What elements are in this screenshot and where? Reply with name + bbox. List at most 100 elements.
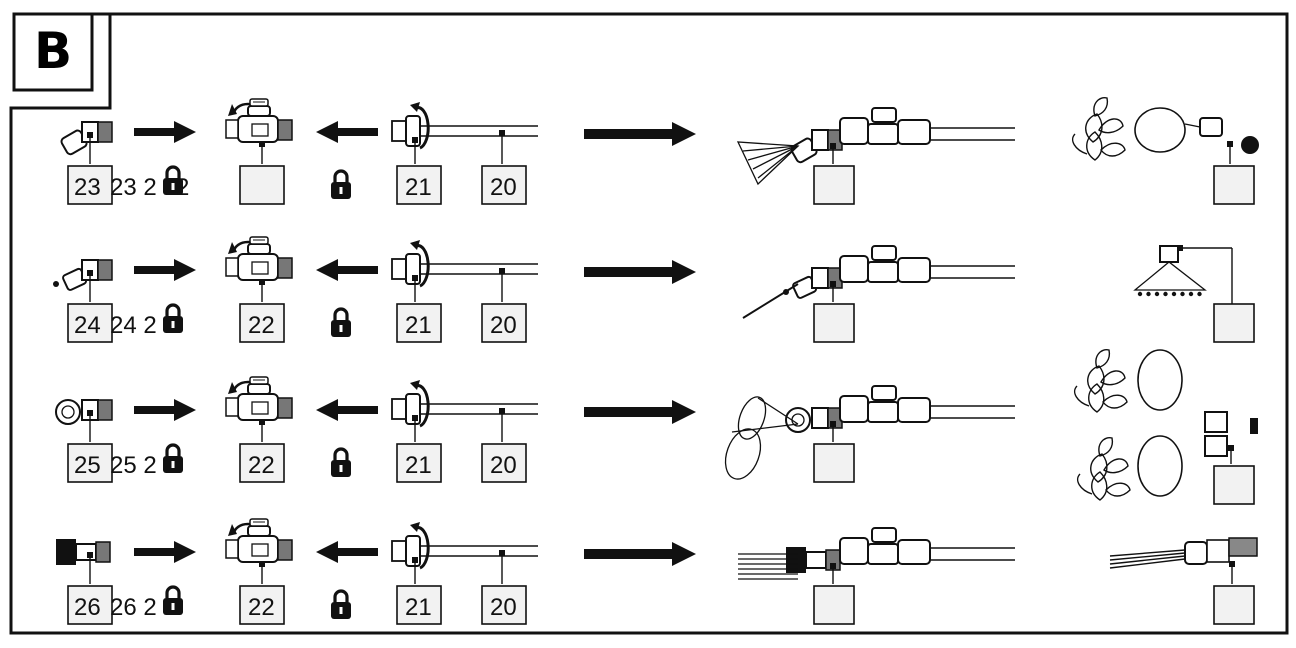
part-number: 22 bbox=[248, 312, 275, 339]
lock-icon bbox=[329, 307, 353, 339]
spray-pattern-icon bbox=[724, 396, 799, 480]
leader-dot bbox=[499, 408, 505, 414]
lock-icon bbox=[329, 169, 353, 201]
nozzle-pin-icon bbox=[53, 259, 113, 291]
lock-icon bbox=[329, 589, 353, 621]
nozzle-flat-icon bbox=[786, 547, 841, 573]
arrow-long-icon bbox=[584, 542, 696, 566]
nozzle-pin-icon bbox=[783, 267, 843, 299]
overlap-text: 2 bbox=[176, 174, 190, 201]
callout-box bbox=[813, 303, 855, 343]
nozzle-number: 26 bbox=[74, 594, 101, 621]
spray-cone-icon bbox=[1137, 349, 1183, 411]
callout-box bbox=[813, 443, 855, 483]
callout-box bbox=[67, 585, 113, 625]
plant-icon bbox=[1071, 96, 1126, 161]
overlap-text: 25 2 bbox=[110, 452, 157, 479]
spray-jet-icon bbox=[1109, 549, 1186, 557]
leader-dot bbox=[259, 141, 265, 147]
detail-view bbox=[1133, 245, 1255, 343]
shower-head-icon bbox=[1159, 245, 1179, 263]
lock-icon bbox=[161, 303, 185, 335]
spray-jet-icon bbox=[1109, 558, 1186, 569]
plant-icon bbox=[1076, 436, 1131, 501]
nozzle-number: 25 bbox=[74, 452, 101, 479]
lock-icon bbox=[329, 447, 353, 479]
spray-pattern-icon bbox=[736, 141, 800, 186]
leader-dot bbox=[412, 275, 418, 281]
callout-box bbox=[396, 443, 442, 483]
assembled-lance-icon bbox=[839, 527, 1016, 565]
callout-box bbox=[67, 303, 113, 343]
leader-dot bbox=[1177, 245, 1183, 251]
diagram-row bbox=[53, 235, 1255, 343]
lance-number: 21 bbox=[405, 452, 432, 479]
spray-jet-icon bbox=[1109, 552, 1186, 561]
leader-dot bbox=[1227, 141, 1233, 147]
callout-box bbox=[481, 443, 527, 483]
detail-view bbox=[1073, 348, 1258, 505]
spray-cone-icon bbox=[1137, 435, 1183, 497]
nozzle-number: 24 bbox=[74, 312, 101, 339]
arrow-left-icon bbox=[316, 259, 378, 281]
spray-cone-icon bbox=[1134, 107, 1186, 153]
callout-box bbox=[1213, 165, 1255, 205]
detail-view bbox=[1109, 537, 1258, 625]
lance-number: 21 bbox=[405, 174, 432, 201]
leader-dot bbox=[259, 419, 265, 425]
leader-dot bbox=[830, 143, 836, 149]
diagram-row bbox=[60, 96, 1259, 205]
nozzle-round-icon bbox=[790, 129, 843, 164]
lance-number: 21 bbox=[405, 594, 432, 621]
callout-box bbox=[396, 585, 442, 625]
leader-dot bbox=[830, 281, 836, 287]
spray-pattern-icon bbox=[742, 283, 799, 319]
coupling-icon bbox=[224, 235, 294, 282]
coupling-icon bbox=[224, 517, 294, 564]
hose-number: 20 bbox=[490, 452, 517, 479]
arrow-left-icon bbox=[316, 541, 378, 563]
arrow-left-icon bbox=[316, 399, 378, 421]
leader-dot bbox=[87, 132, 93, 138]
callout-box bbox=[67, 443, 113, 483]
callout-box bbox=[481, 165, 527, 205]
lock-icon bbox=[161, 585, 185, 617]
diagram-row bbox=[55, 348, 1258, 505]
callout-box bbox=[481, 585, 527, 625]
nozzle-double-icon bbox=[55, 399, 113, 425]
callout-box bbox=[396, 165, 442, 205]
leader-dot bbox=[412, 415, 418, 421]
part-number: 22 bbox=[248, 452, 275, 479]
callout-box bbox=[239, 585, 285, 625]
part-number: 22 bbox=[248, 594, 275, 621]
hose-number: 20 bbox=[490, 594, 517, 621]
hose-number: 20 bbox=[490, 174, 517, 201]
detail-view bbox=[1071, 96, 1259, 205]
callout-box bbox=[1213, 585, 1255, 625]
arrow-right-icon bbox=[134, 121, 196, 143]
arrow-right-icon bbox=[134, 541, 196, 563]
nozzle-round-icon bbox=[60, 121, 113, 156]
leader-dot bbox=[499, 268, 505, 274]
callout-box bbox=[813, 165, 855, 205]
lock-icon bbox=[161, 443, 185, 475]
callout-box bbox=[239, 303, 285, 343]
callout-box bbox=[239, 165, 285, 205]
leader-dot bbox=[259, 279, 265, 285]
spray-pattern-icon bbox=[738, 553, 798, 580]
overlap-text: 23 2 bbox=[110, 174, 157, 201]
nozzle-flat-icon bbox=[56, 539, 111, 565]
leader-dot bbox=[87, 270, 93, 276]
arrow-right-icon bbox=[134, 259, 196, 281]
leader-dot bbox=[87, 552, 93, 558]
plant-icon bbox=[1073, 348, 1128, 413]
assembled-lance-icon bbox=[839, 107, 1016, 145]
callout-box bbox=[813, 585, 855, 625]
lance-number: 21 bbox=[405, 312, 432, 339]
leader-dot bbox=[1228, 445, 1234, 451]
assembled-lance-icon bbox=[839, 245, 1016, 283]
arrow-long-icon bbox=[584, 260, 696, 284]
leader-dot bbox=[499, 130, 505, 136]
